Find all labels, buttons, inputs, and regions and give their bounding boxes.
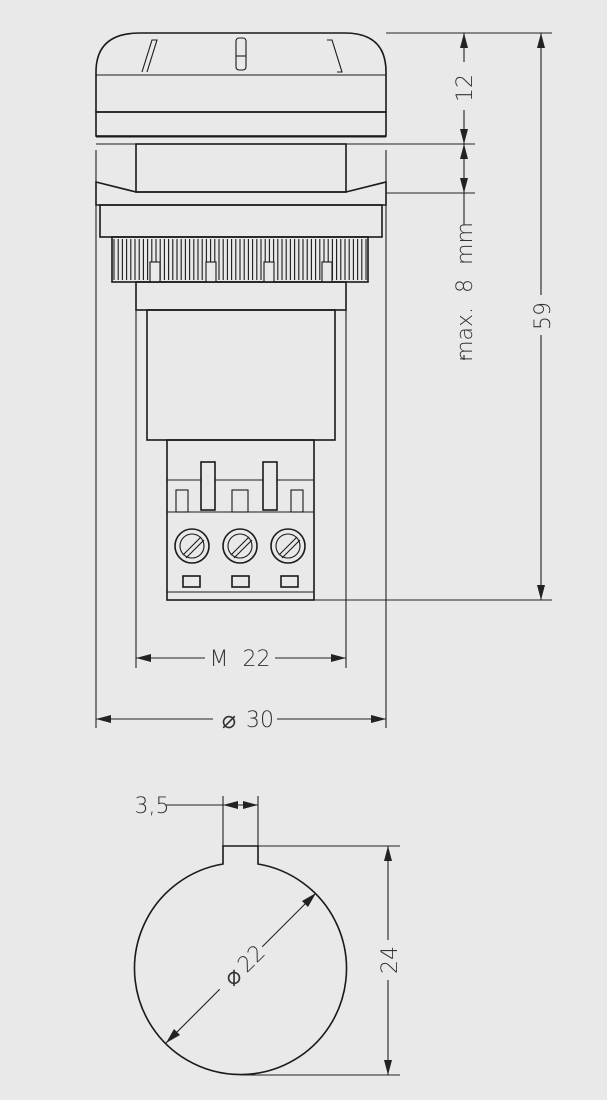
screw-1	[174, 528, 210, 564]
cap-height-label: 12	[453, 74, 478, 102]
panel-cutout-view	[133, 845, 348, 1076]
outer-diameter-symbol: ⌀	[222, 706, 236, 734]
terminal-block	[166, 439, 315, 601]
nut-notch	[321, 261, 333, 283]
neck	[96, 143, 386, 193]
screw-3	[270, 528, 306, 564]
body	[135, 281, 347, 441]
side-dimensions: 12 max. 8 mm 59 M 22 ⌀ 30	[95, 32, 556, 735]
cutout-dimensions: 3,5 ⌀ 22 24	[135, 794, 403, 1076]
nut-notch	[263, 261, 275, 283]
cutout-outline	[133, 845, 348, 1076]
screw-2	[222, 528, 258, 564]
knurled-nut	[111, 236, 369, 283]
flange	[95, 180, 387, 238]
total-height-label: 59	[531, 302, 556, 330]
key-width-label: 3,5	[135, 794, 170, 819]
thread-label: M 22	[210, 647, 271, 672]
nut-notch	[149, 261, 161, 283]
side-view	[95, 32, 387, 601]
max-depth-label: max. 8 mm	[453, 222, 478, 362]
outer-diameter-value: 30	[246, 708, 274, 733]
nut-notch	[205, 261, 217, 283]
cap	[95, 32, 387, 138]
hole-height-label: 24	[378, 946, 403, 974]
